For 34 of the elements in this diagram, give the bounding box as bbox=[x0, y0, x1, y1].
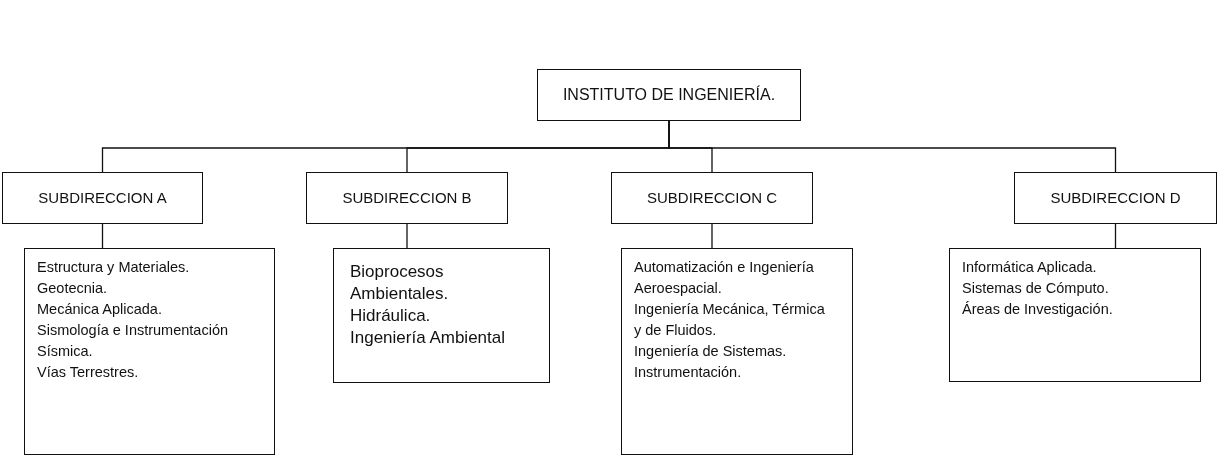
org-box bbox=[611, 172, 813, 224]
list-item: Mecánica Aplicada. bbox=[37, 300, 162, 319]
box-title: SUBDIRECCION B bbox=[342, 187, 472, 208]
list-item: Automatización e Ingeniería Aeroespacial. bbox=[634, 258, 815, 298]
list-box bbox=[949, 248, 1201, 382]
list-item: Geotecnia. bbox=[37, 279, 108, 298]
list-item: Sismología e Instrumentación Sísmica. bbox=[37, 321, 229, 361]
list-item: Estructura y Materiales. bbox=[37, 258, 190, 277]
list-item: Bioprocesos Ambientales. bbox=[350, 261, 450, 305]
box-title: SUBDIRECCION C bbox=[647, 187, 777, 208]
connector-line bbox=[1114, 223, 1117, 249]
list-box bbox=[24, 248, 275, 455]
org-box bbox=[306, 172, 508, 224]
list-item: Ingeniería Mecánica, Térmica y de Fluidos. bbox=[634, 300, 826, 340]
list-item: Instrumentación. bbox=[634, 363, 742, 382]
list-box bbox=[621, 248, 853, 455]
org-box bbox=[537, 69, 801, 121]
connector-line bbox=[711, 223, 713, 249]
connector-line bbox=[101, 223, 104, 249]
box-title: SUBDIRECCION A bbox=[38, 187, 167, 208]
box-title: SUBDIRECCION D bbox=[1050, 187, 1181, 208]
list-item: Hidráulica. bbox=[350, 305, 431, 327]
list-item: Áreas de Investigación. bbox=[962, 300, 1113, 319]
list-item: Ingeniería de Sistemas. bbox=[634, 342, 787, 361]
org-box bbox=[1014, 172, 1217, 224]
list-item: Sistemas de Cómputo. bbox=[962, 279, 1109, 298]
org-box bbox=[2, 172, 203, 224]
connector-line bbox=[668, 120, 1117, 173]
box-title: INSTITUTO DE INGENIERÍA. bbox=[562, 84, 776, 105]
list-item: Vías Terrestres. bbox=[37, 363, 139, 382]
connector-line bbox=[406, 223, 408, 249]
list-item: Ingeniería Ambiental bbox=[350, 327, 505, 349]
list-item: Informática Aplicada. bbox=[962, 258, 1097, 277]
list-box bbox=[333, 248, 550, 383]
